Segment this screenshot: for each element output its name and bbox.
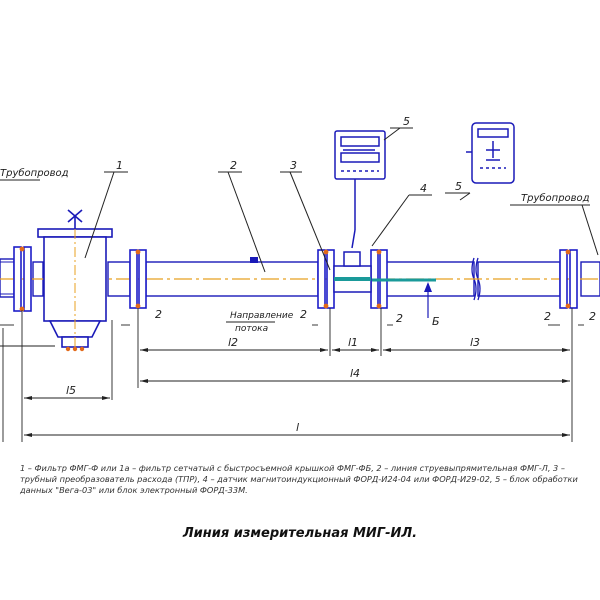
dim-l2: l2 — [228, 336, 238, 349]
pipeline-right-label: Трубопровод — [521, 192, 590, 204]
dim-l3: l3 — [470, 336, 480, 349]
flow-direction-label-1: Направление — [230, 311, 294, 321]
filter-bolts — [65, 346, 85, 352]
callout-2: 2 — [230, 159, 237, 172]
dim-l: l — [296, 421, 299, 434]
dimension-arrows — [24, 348, 570, 437]
legend-caption: 1 – Фильтр ФМГ-Ф или 1а – фильтр сетчаты… — [20, 463, 578, 495]
electronic-unit — [466, 122, 515, 184]
section-mark-b: Б — [432, 315, 440, 328]
flange-bolts — [19, 246, 571, 312]
flow-direction-label-2: потока — [235, 324, 268, 334]
leaders — [0, 127, 599, 323]
dim-l5: l5 — [66, 384, 76, 397]
dim-gap-e: 2 — [589, 310, 596, 323]
dim-gap-d: 2 — [544, 310, 551, 323]
dim-l4: l4 — [350, 367, 360, 380]
dim-l1: l1 — [348, 336, 358, 349]
flow-transducer — [333, 251, 372, 293]
pipeline-left-label: Трубопровод — [0, 167, 69, 179]
callout-4: 4 — [420, 182, 427, 195]
callout-5b: 5 — [455, 180, 462, 193]
dim-gap-a: 2 — [155, 308, 162, 321]
callout-1: 1 — [116, 159, 123, 172]
figure-title: Линия измерительная МИГ-ИЛ. — [182, 526, 418, 541]
dim-gap-c: 2 — [396, 312, 403, 325]
dim-gap-b: 2 — [300, 308, 307, 321]
dimension-lines — [0, 308, 584, 442]
callout-3: 3 — [290, 159, 297, 172]
callout-5a: 5 — [403, 115, 410, 128]
data-processing-unit — [334, 130, 386, 249]
